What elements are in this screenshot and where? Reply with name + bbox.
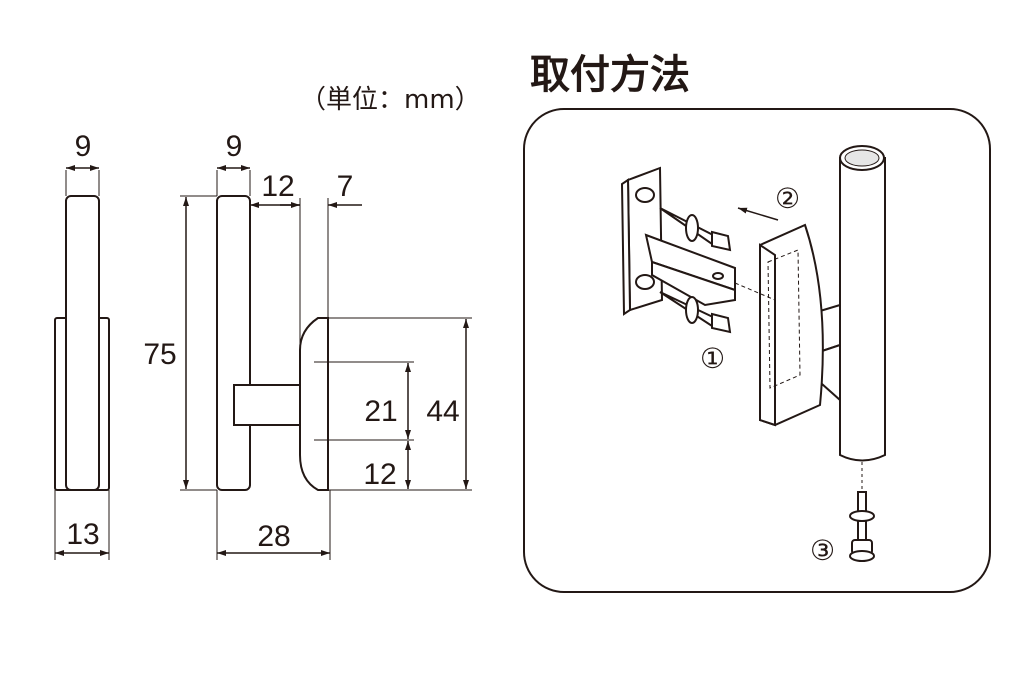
front-view: 9 12 7 75 44 21 12 28 <box>143 130 472 560</box>
step-1-label: ① <box>700 342 725 375</box>
side-view: 9 13 <box>54 130 110 560</box>
mounting-illustration <box>620 145 886 562</box>
dim-front-rod-width: 9 <box>226 130 243 163</box>
step-2-label: ② <box>775 182 800 215</box>
dim-hole-offset: 12 <box>363 458 396 491</box>
dim-plate-height: 44 <box>426 395 459 428</box>
dim-height-total: 75 <box>143 338 176 371</box>
direction-arrow-icon <box>737 207 779 221</box>
unit-label: （単位：mm） <box>300 85 481 115</box>
dim-side-width-top: 9 <box>75 130 92 163</box>
dim-bracket-gap: 12 <box>261 170 294 203</box>
dim-hole-pitch: 21 <box>364 395 397 428</box>
screw-icon <box>659 207 732 252</box>
step-3-label: ③ <box>810 534 835 567</box>
dim-plate-thickness: 7 <box>337 170 354 203</box>
dim-depth-total: 28 <box>257 520 290 553</box>
mounting-panel <box>523 108 991 593</box>
screw-icon <box>849 462 875 562</box>
mounting-title: 取付方法 <box>530 52 690 98</box>
screw-icon <box>659 291 732 334</box>
dim-side-width-bottom: 13 <box>66 518 99 551</box>
